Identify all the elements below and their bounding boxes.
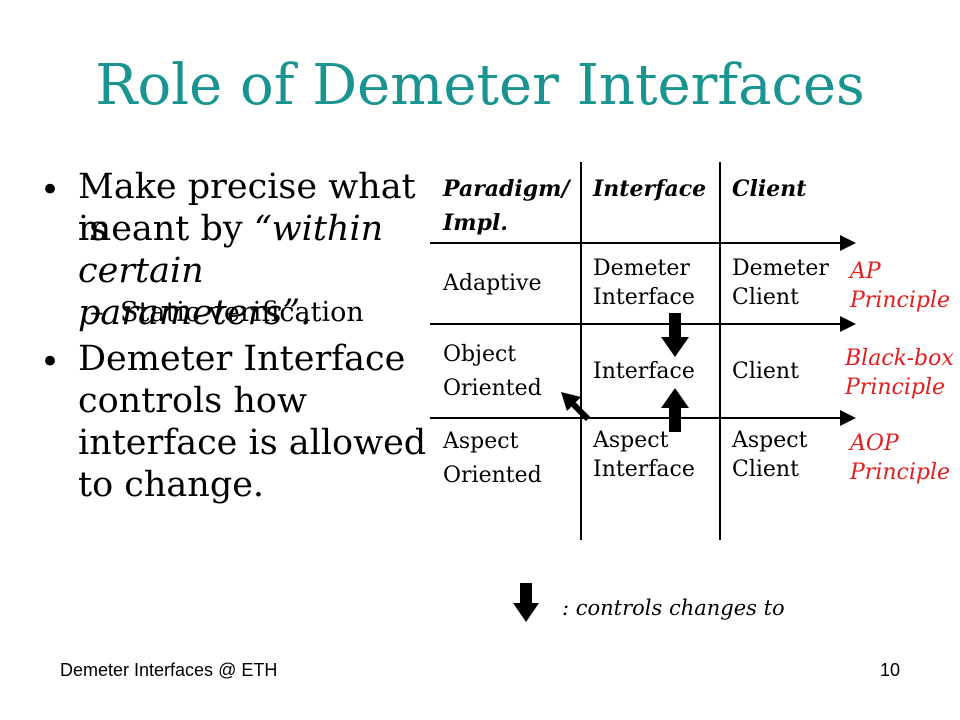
- sub-bullet-dash: –: [90, 297, 104, 328]
- cell-interface: Interface: [593, 359, 695, 384]
- legend-down-arrow-icon: [513, 583, 539, 622]
- cell-object-oriented: Object Oriented: [443, 342, 542, 401]
- bullet-2-line-1: Demeter Interface: [78, 339, 406, 379]
- cell-aspect-oriented: Aspect Oriented: [443, 429, 542, 488]
- cell-demeter-client: Demeter Client: [732, 256, 829, 310]
- principle-black-box: Black-box Principle: [845, 346, 954, 400]
- bullet-1-line-1: Make precise what is: [78, 167, 416, 249]
- legend-text: : controls changes to: [562, 596, 785, 620]
- principle-aop: AOP Principle: [850, 431, 951, 485]
- bullet-2-line-4: to change.: [78, 465, 265, 505]
- bullet-marker: •: [40, 170, 61, 210]
- bullet-1-line-3: certain parameters”.: [78, 251, 312, 333]
- principle-ap: AP Principle: [850, 259, 951, 313]
- header-interface: Interface: [593, 176, 707, 202]
- footer-left: Demeter Interfaces @ ETH: [60, 660, 278, 680]
- sub-bullet-text: Static verification: [120, 297, 364, 328]
- bullet-1-emphasis: “within: [253, 209, 384, 249]
- diagonal-arrow-icon: [561, 392, 591, 422]
- page-number: 10: [880, 660, 901, 680]
- header-client: Client: [732, 176, 807, 202]
- bullet-1-line-2: meant by “within: [78, 208, 383, 250]
- cell-demeter-interface: Demeter Interface: [593, 256, 695, 310]
- cell-adaptive: Adaptive: [443, 271, 542, 296]
- up-arrow-icon: [661, 388, 689, 432]
- down-arrow-icon: [661, 313, 689, 357]
- bullet-2-line-3: interface is allowed: [78, 423, 427, 463]
- bullet-marker: •: [40, 342, 61, 382]
- cell-aspect-client: Aspect Client: [732, 428, 808, 482]
- bullet-1-line-2-text: meant by: [78, 209, 254, 249]
- cell-aspect-interface: Aspect Interface: [593, 428, 695, 482]
- cell-client: Client: [732, 359, 799, 384]
- header-paradigm: Paradigm/ Impl.: [443, 176, 570, 236]
- bullet-2-line-2: controls how: [78, 381, 307, 421]
- slide-title: Role of Demeter Interfaces: [95, 53, 865, 118]
